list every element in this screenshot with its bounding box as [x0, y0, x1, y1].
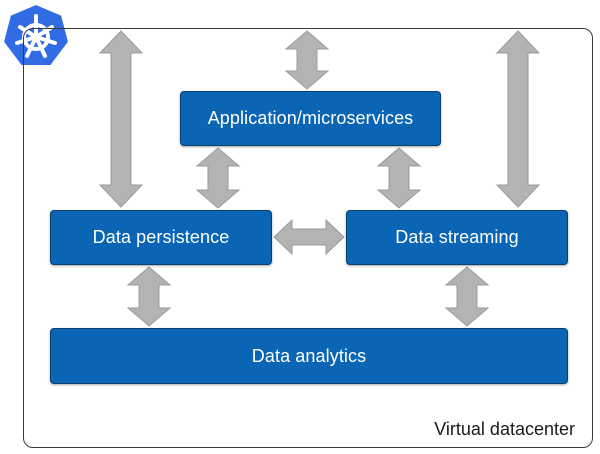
- data-persistence-box: Data persistence: [50, 210, 272, 265]
- arrow-app-streaming: [376, 147, 422, 209]
- virtual-datacenter-label: Virtual datacenter: [434, 419, 575, 439]
- arrow-persistence-analytics: [126, 266, 172, 327]
- arrow-streaming-analytics: [444, 266, 490, 327]
- arrow-persistence-streaming: [273, 218, 345, 256]
- data-streaming-label: Data streaming: [395, 227, 519, 247]
- application-microservices-label: Application/microservices: [207, 108, 414, 128]
- data-streaming-box: Data streaming: [346, 210, 568, 265]
- virtual-datacenter-frame: [23, 28, 593, 448]
- arrow-streaming-to-frame: [495, 30, 541, 208]
- data-persistence-label: Data persistence: [92, 227, 230, 247]
- data-analytics-box: Data analytics: [50, 328, 568, 384]
- arrow-app-to-frame: [284, 30, 330, 90]
- kubernetes-logo-icon: [1, 2, 71, 67]
- data-analytics-label: Data analytics: [251, 345, 367, 366]
- application-microservices-box: Application/microservices: [180, 91, 441, 146]
- arrow-persistence-to-frame: [98, 30, 144, 208]
- arrow-app-persistence: [195, 147, 241, 209]
